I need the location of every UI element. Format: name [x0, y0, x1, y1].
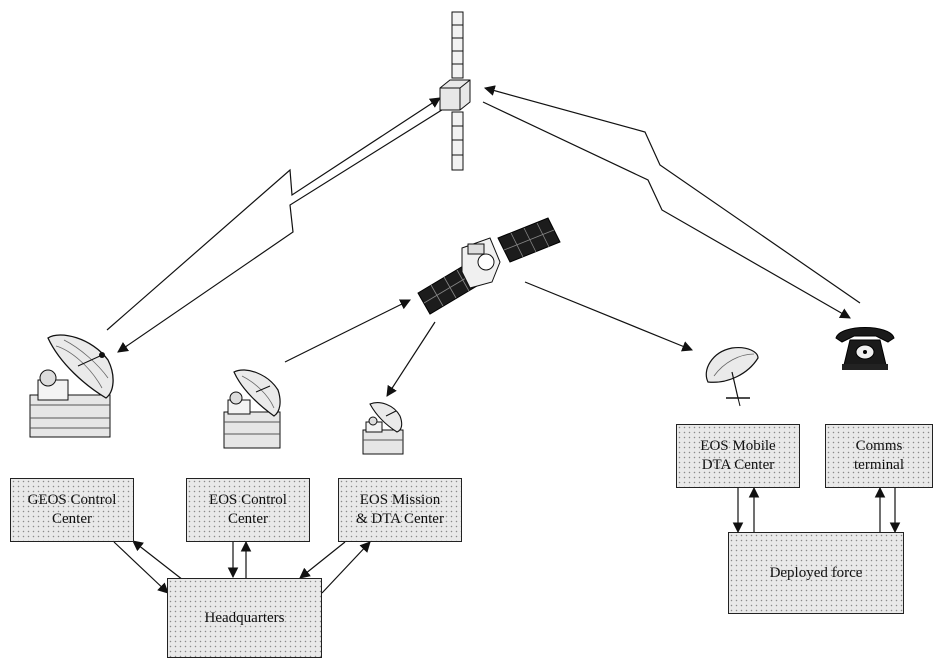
uplink-geos-station-to-geo-satellite — [106, 97, 441, 331]
link-hq-to-geos-control — [132, 540, 184, 581]
downlink-eos-satellite-to-mobile-station — [524, 281, 694, 352]
geo-satellite-icon — [439, 11, 471, 171]
eos-control-station-icon — [223, 369, 281, 449]
mobile-dta-dish-icon — [705, 347, 759, 407]
deployed-force-box: Deployed force — [728, 532, 904, 614]
telephone-icon — [835, 327, 895, 370]
eos-mission-station-icon — [362, 402, 404, 455]
link-hq-to-eos-mission — [321, 541, 371, 594]
link-eos-mission-to-hq — [299, 541, 346, 579]
link-geos-control-to-hq — [113, 541, 169, 594]
uplink-comms-terminal-to-geo-satellite — [483, 85, 861, 304]
eos-mobile-dta-center-box: EOS Mobile DTA Center — [676, 424, 800, 488]
eos-satellite-icon — [417, 217, 561, 315]
geos-ground-station-icon — [29, 334, 114, 438]
headquarters-box: Headquarters — [167, 578, 322, 658]
downlink-geo-satellite-to-geos-station — [117, 107, 446, 353]
eos-control-center-box: EOS Control Center — [186, 478, 310, 542]
uplink-eos-station-to-eos-satellite — [284, 299, 411, 363]
geos-control-center-box: GEOS Control Center — [10, 478, 134, 542]
eos-mission-dta-center-box: EOS Mission & DTA Center — [338, 478, 462, 542]
downlink-geo-satellite-to-comms-terminal — [482, 101, 851, 319]
comms-terminal-box: Comms terminal — [825, 424, 933, 488]
downlink-eos-satellite-to-mission-station — [386, 321, 436, 397]
